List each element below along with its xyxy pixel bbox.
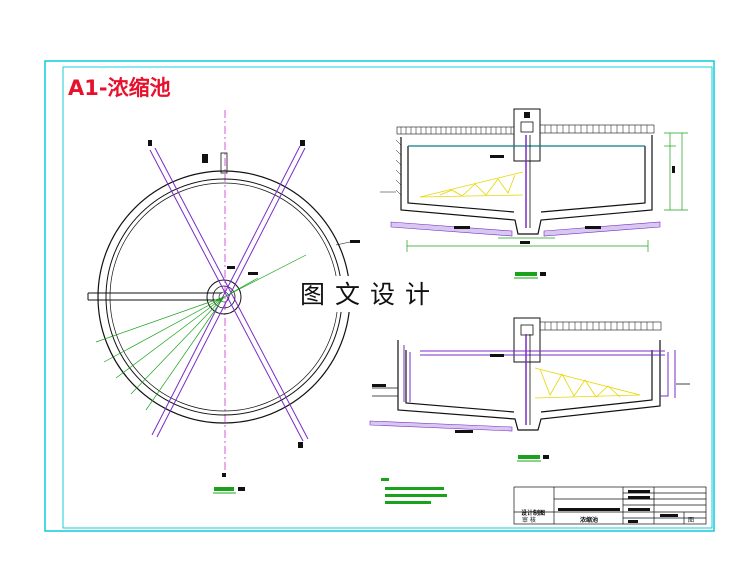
plan-view: [87, 110, 360, 494]
drawing-title: A1-浓缩池: [68, 76, 171, 100]
title-block-fills: [558, 490, 678, 523]
drawing-frame: [44, 60, 715, 532]
watermark-text: 图文设计: [300, 280, 440, 309]
titleblock-label-designer: 设计制图: [521, 509, 545, 517]
section-view-1: [380, 108, 688, 279]
title-block: [513, 486, 707, 525]
titleblock-sheet-cell: 图: [688, 517, 694, 524]
notes-block: [381, 478, 447, 504]
titleblock-label-review: 审 核: [522, 516, 536, 524]
section-view-2: [369, 317, 690, 462]
titleblock-name-cell: 浓缩池: [580, 516, 598, 524]
